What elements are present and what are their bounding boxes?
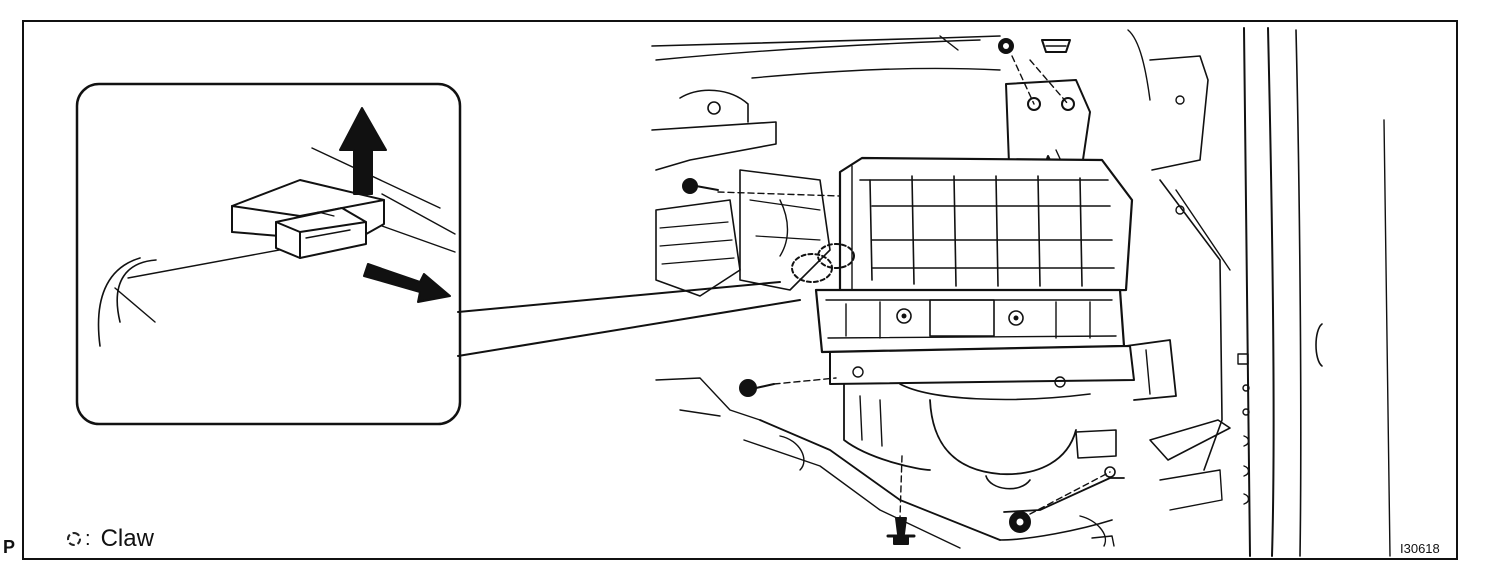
connector-body bbox=[231, 179, 385, 259]
bolt-icon bbox=[1009, 511, 1031, 533]
legend-colon: : bbox=[85, 528, 91, 550]
main-assembly bbox=[651, 27, 1391, 557]
screw-icon bbox=[886, 517, 916, 545]
figure-code: I30618 bbox=[1400, 541, 1440, 556]
clip-icon bbox=[1041, 39, 1071, 53]
claw-symbol-icon bbox=[67, 532, 81, 546]
page-marker: P bbox=[3, 537, 16, 557]
arrow-up-icon bbox=[339, 107, 387, 195]
legend-label: Claw bbox=[100, 525, 154, 552]
detail-inset bbox=[75, 82, 801, 426]
legend: : Claw bbox=[67, 524, 154, 554]
bolt-icon bbox=[739, 379, 775, 397]
bolt-icon bbox=[998, 38, 1014, 54]
bolt-icon bbox=[682, 178, 719, 194]
arrow-right-icon bbox=[363, 263, 451, 303]
